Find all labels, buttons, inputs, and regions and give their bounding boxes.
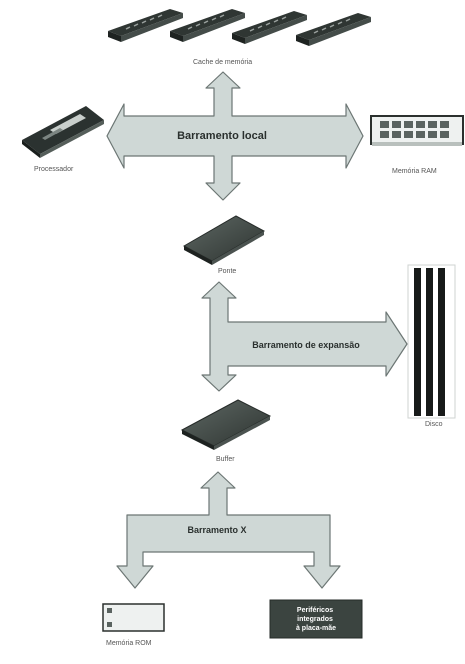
- disk-icon: [408, 265, 455, 418]
- memory-stick-4: [296, 13, 371, 46]
- processor-chip: [22, 106, 104, 158]
- memory-sticks: [108, 9, 371, 46]
- buffer-chip: [182, 400, 270, 450]
- bridge-chip: [184, 216, 264, 265]
- rom-chip: [103, 604, 164, 631]
- disk-caption: Disco: [425, 421, 443, 428]
- processor-caption: Processador: [34, 166, 73, 173]
- ram-caption: Memória RAM: [392, 168, 437, 175]
- memory-sticks-caption: Cache de memória: [193, 59, 252, 66]
- rom-caption: Memória ROM: [106, 640, 152, 647]
- buffer-caption: Buffer: [216, 456, 235, 463]
- local-bus-label: Barramento local: [177, 130, 267, 142]
- bridge-caption: Ponte: [218, 268, 236, 275]
- expansion-bus-arrow: [202, 282, 407, 391]
- x-bus-label: Barramento X: [187, 525, 246, 535]
- peripherals-label: Periféricos integrados à placa-mãe: [296, 607, 336, 632]
- expansion-bus-label: Barramento de expansão: [252, 340, 360, 350]
- ram-module: [371, 116, 463, 146]
